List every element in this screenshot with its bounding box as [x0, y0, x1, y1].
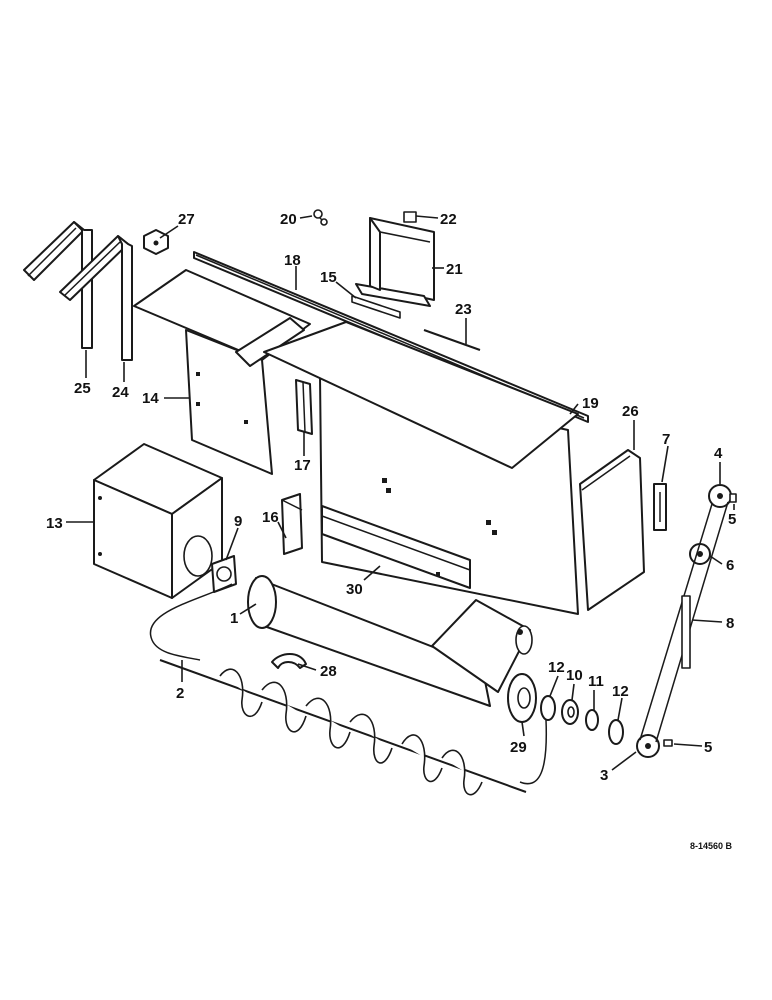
callout-15: 15 [320, 269, 337, 286]
part-21-hopper-bracket [355, 217, 435, 307]
callout-12-right: 12 [612, 683, 629, 700]
callout-9: 9 [234, 513, 242, 530]
conveyor-outline-end [519, 719, 548, 785]
part-14-side-panel [133, 269, 311, 475]
part-22-bracket [403, 211, 417, 223]
callout-13: 13 [46, 515, 63, 532]
conveyor-outline [149, 583, 233, 661]
callout-20: 20 [280, 211, 297, 228]
part-11-collar [585, 709, 599, 731]
callout-leaders [66, 215, 735, 771]
part-5-key-b [663, 739, 673, 747]
callout-11: 11 [588, 673, 604, 690]
part-20-bolt [313, 209, 328, 226]
part-12-collar-b [608, 719, 624, 745]
callout-21: 21 [446, 261, 463, 278]
callout-24: 24 [112, 384, 129, 401]
part-24-angle-support [59, 235, 133, 361]
part-13-gear-box [93, 443, 223, 599]
part-1-tube [247, 575, 533, 707]
part-5-key-a [729, 493, 737, 503]
callout-12-left: 12 [548, 659, 565, 676]
callout-1: 1 [230, 610, 238, 627]
part-4-sprocket [708, 484, 732, 508]
callout-5-lower: 5 [704, 739, 712, 756]
callout-2: 2 [176, 685, 184, 702]
callout-14: 14 [142, 390, 159, 407]
part-2-auger [159, 659, 527, 796]
parts-drawing [23, 209, 737, 796]
part-12-collar-a [540, 695, 556, 721]
part-9-bearing [211, 555, 237, 593]
callout-8: 8 [726, 615, 734, 632]
callout-22: 22 [440, 211, 457, 228]
callout-27: 27 [178, 211, 195, 228]
callout-26: 26 [622, 403, 639, 420]
callout-3: 3 [600, 767, 608, 784]
callout-6: 6 [726, 557, 734, 574]
callout-16: 16 [262, 509, 279, 526]
part-8-chain [639, 501, 729, 743]
part-27-clip [143, 229, 169, 255]
callout-5-upper: 5 [728, 511, 736, 528]
part-6-sprocket [689, 543, 711, 565]
part-30-channel [321, 505, 471, 589]
part-10-bearing [561, 699, 579, 725]
part-16-bracket [281, 493, 303, 555]
callout-4: 4 [714, 445, 723, 462]
callout-25: 25 [74, 380, 91, 397]
part-15-strip [351, 295, 401, 319]
callout-28: 28 [320, 663, 337, 680]
callout-18: 18 [284, 252, 301, 269]
part-26-side-panel [579, 449, 645, 611]
callout-29: 29 [510, 739, 527, 756]
callout-labels: 25 24 27 20 22 21 18 15 23 19 14 17 26 7… [46, 211, 736, 851]
callout-23: 23 [455, 301, 472, 318]
callout-10: 10 [566, 667, 583, 684]
part-7-slotted-plate [653, 483, 667, 531]
callout-17: 17 [294, 457, 311, 474]
drawing-id: 8-14560 B [690, 841, 733, 851]
part-17-upright-bracket [295, 379, 313, 435]
callout-19: 19 [582, 395, 599, 412]
part-28-clamp [271, 653, 307, 669]
part-3-sprocket [636, 734, 660, 758]
part-29-flange [507, 673, 537, 723]
part-23-rod [423, 329, 481, 351]
callout-7: 7 [662, 431, 670, 448]
callout-30: 30 [346, 581, 363, 598]
